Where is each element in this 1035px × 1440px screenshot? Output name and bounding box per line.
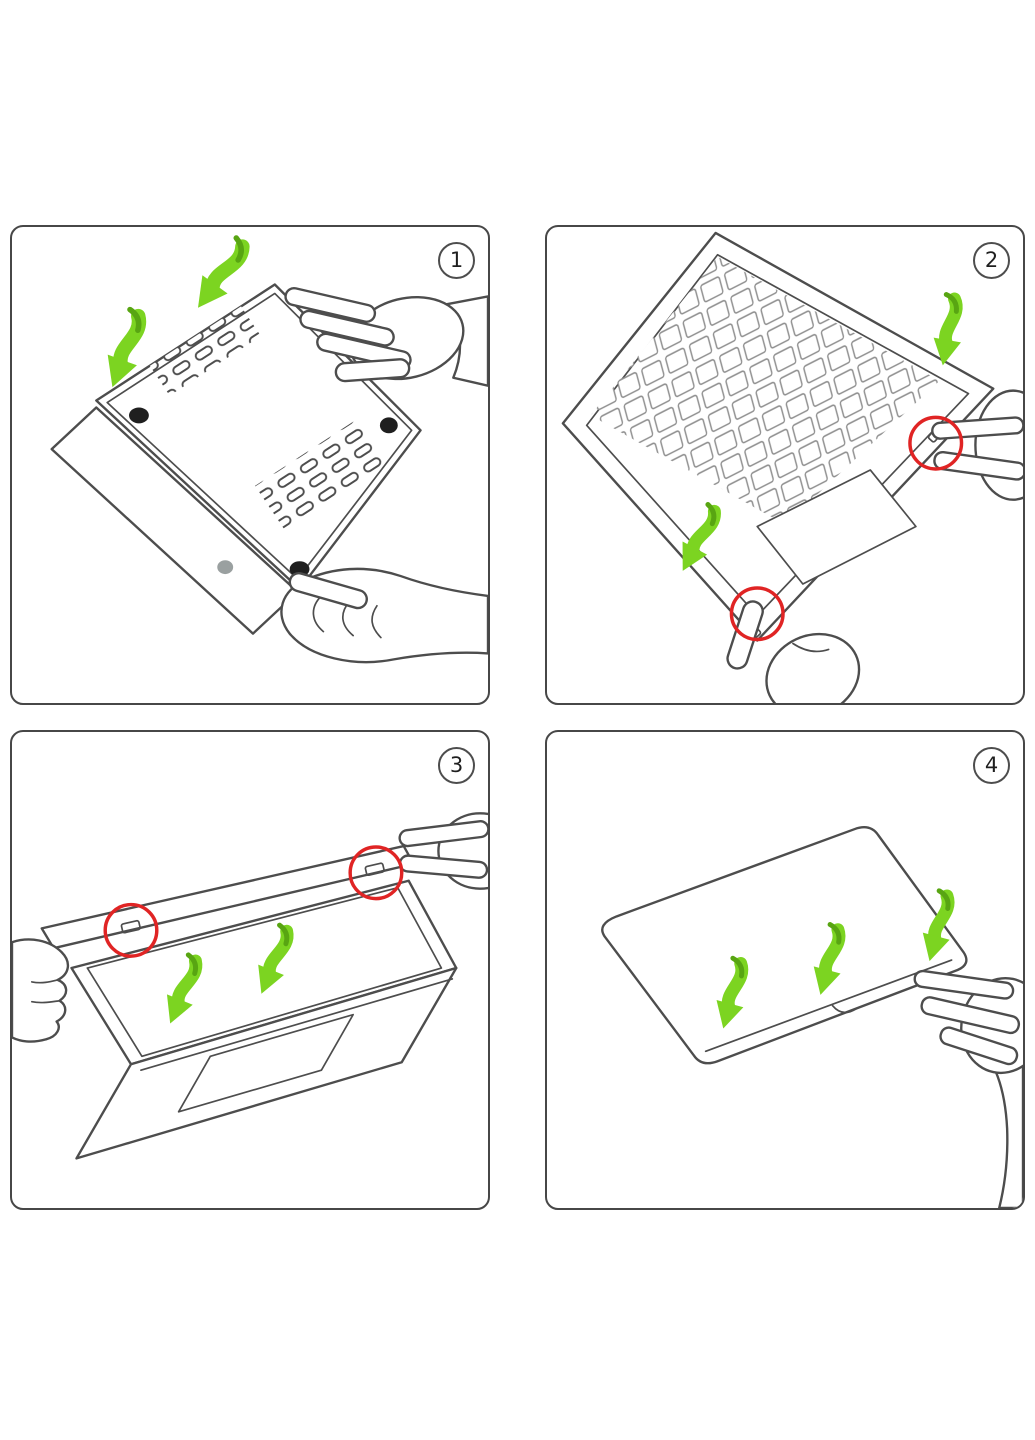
hand-icon: [284, 286, 488, 387]
hand-icon: [280, 567, 488, 664]
step-number: 2: [984, 248, 999, 272]
green-arrow-icon: [933, 292, 963, 366]
vent-grille: [254, 420, 384, 529]
laptop-bottom-case: [95, 283, 422, 591]
rubber-foot: [379, 417, 398, 434]
laptop-keyboard-deck: [561, 231, 995, 642]
red-circle-marker: [103, 902, 159, 958]
trackpad: [177, 1013, 354, 1113]
step-number: 4: [984, 753, 999, 777]
step-panel-4: 4: [545, 730, 1025, 1210]
lid-seam: [704, 959, 953, 1053]
laptop-base: [75, 966, 458, 1160]
green-arrow-icon: [198, 235, 250, 308]
hand-icon: [931, 389, 1023, 501]
step-badge: 2: [973, 242, 1010, 279]
illustration-screen-cover: [12, 812, 488, 1160]
clip-tab: [364, 862, 385, 877]
instruction-sheet: 1: [10, 225, 1025, 1210]
laptop-closed-lid: [601, 826, 968, 1065]
red-circle-marker: [729, 586, 785, 642]
hand-icon: [913, 969, 1023, 1208]
illustration-closed-lid: [601, 826, 1023, 1208]
step-panel-3: 3: [10, 730, 490, 1210]
hand-icon: [726, 600, 861, 703]
green-arrow-icon: [258, 922, 294, 994]
step-badge: 1: [438, 242, 475, 279]
hand-icon: [12, 938, 70, 1043]
illustration-laptop-bottom: [50, 235, 488, 664]
green-arrow-icon: [716, 955, 749, 1029]
hand-icon: [398, 812, 488, 890]
clip-tab: [120, 919, 141, 934]
step-badge: 4: [973, 747, 1010, 784]
green-arrow-icon: [813, 922, 846, 995]
step-panel-2: 2: [545, 225, 1025, 705]
red-circle-marker: [348, 845, 404, 901]
step-panel-1: 1: [10, 225, 490, 705]
illustration-keyboard-deck: [561, 231, 1023, 703]
logo-dot: [217, 560, 234, 575]
green-arrow-icon: [107, 306, 147, 388]
red-circle-marker: [908, 415, 964, 471]
laptop-screen-panel: [50, 406, 299, 635]
keyboard-keys: [590, 256, 940, 525]
green-arrow-icon: [682, 501, 721, 571]
vent-grille: [149, 306, 261, 396]
green-arrow-icon: [922, 888, 955, 962]
rubber-foot: [129, 407, 149, 424]
trackpad: [756, 469, 917, 585]
step-number: 3: [449, 753, 464, 777]
step-number: 1: [449, 248, 464, 272]
step-badge: 3: [438, 747, 475, 784]
thumb-notch: [831, 1004, 858, 1014]
green-arrow-icon: [166, 952, 203, 1024]
